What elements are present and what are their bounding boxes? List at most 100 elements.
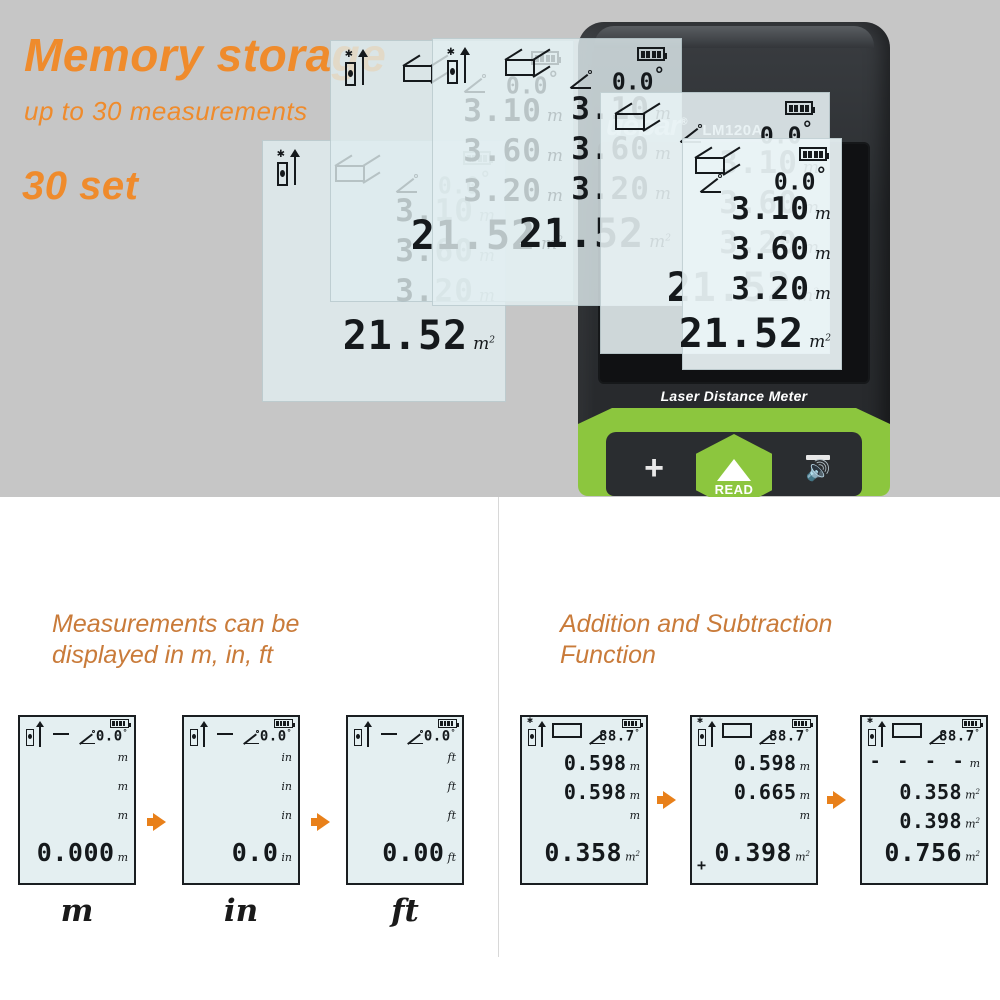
battery-icon [792, 719, 813, 728]
angle-value: 0.0° [259, 728, 292, 745]
reference-point-icon: ✱ [343, 47, 373, 91]
unit-marker-row: ft [348, 780, 462, 809]
flow-arrow [308, 813, 338, 831]
dash-icon [381, 733, 397, 735]
measurement-value: 0.598 [733, 751, 797, 775]
measurement-unit: m [629, 760, 640, 773]
arrow-right-icon [310, 813, 330, 831]
measurement-unit: m [629, 789, 640, 802]
result-row: + 0.398 m2 [692, 838, 816, 874]
measurement-value: - - - - [869, 751, 967, 772]
angle-icon [699, 173, 723, 193]
lcd-screen-m: 0.0° m m m 0.000 m [18, 715, 136, 885]
volume-box-icon [694, 146, 741, 176]
battery-icon [785, 101, 815, 115]
measurement-row: 0.598 m [522, 780, 646, 809]
measurement-value: 0.598 [563, 751, 627, 775]
reference-point-icon: ✱ [445, 45, 475, 89]
measurement-row: 0.398 m2 [862, 809, 986, 838]
measurement-value: 0.358 [899, 780, 963, 804]
measurement-unit: m2 [965, 788, 980, 802]
reference-point-icon [353, 720, 375, 750]
lcd-screen-in: 0.0° in in in 0.0 in [182, 715, 300, 885]
page-subtitle: up to 30 measurements [24, 96, 308, 126]
unit-caption-ft: ft [391, 893, 419, 929]
reference-point-icon: ✱ [275, 147, 305, 191]
addsub-section-title: Addition and Subtraction Function [560, 610, 833, 669]
speaker-icon: 🔊 [805, 460, 831, 482]
result-unit: m2 [625, 850, 640, 864]
addsub-step-2: ✱ 88.7° 0.598 m 0.665 [690, 715, 818, 885]
battery-icon [438, 719, 459, 728]
area-rectangle-icon [892, 723, 922, 738]
measurement-value: 3.20 [731, 271, 810, 307]
measurement-row: m [692, 809, 816, 838]
measurement-unit: m [629, 809, 640, 822]
measurement-row: 0.598 m [692, 751, 816, 780]
angle-value: 88.7° [938, 728, 980, 745]
flow-arrow [144, 813, 174, 831]
reference-point-icon [189, 720, 211, 750]
result-value: 0.0 [231, 838, 279, 867]
memory-screen-5: 0.0° 3.10 m 3.60 m 3.20 m 21.52 m2 [679, 138, 842, 370]
minus-speaker-button[interactable]: 🔊 [796, 446, 840, 490]
measurement-unit: m [814, 204, 831, 224]
measurement-row: 0.598 m [522, 751, 646, 780]
unit-marker: ft [447, 751, 457, 764]
measurement-unit: m2 [965, 817, 980, 831]
angle-icon [243, 730, 260, 744]
lcd-screen-addsub-3: ✱ 88.7° - - - - m 0.358 [860, 715, 988, 885]
measurement-unit: m [969, 757, 980, 770]
measurement-value: 0.398 [899, 809, 963, 833]
unit-marker: m [117, 809, 128, 822]
unit-marker-row: in [184, 809, 298, 838]
measurement-row: m [522, 809, 646, 838]
measurement-unit: m [799, 760, 810, 773]
lcd-topbar: 0.0° [693, 146, 831, 196]
plus-button[interactable]: + [644, 448, 664, 487]
lcd-screen-addsub-2: ✱ 88.7° 0.598 m 0.665 [690, 715, 818, 885]
result-unit: in [281, 851, 292, 864]
result-row: 0.756 m2 [862, 838, 986, 872]
angle-value: 0.0° [95, 728, 128, 745]
measurement-unit: m [814, 284, 831, 304]
result-row: 0.0 in [184, 838, 298, 872]
units-flow: 0.0° m m m 0.000 m m [18, 715, 464, 929]
unit-marker-row: in [184, 751, 298, 780]
unit-marker-row: m [20, 751, 134, 780]
result-value: 0.000 [36, 838, 115, 867]
angle-value: 0.0° [773, 163, 827, 196]
unit-marker-row: ft [348, 751, 462, 780]
measurement-total-row: 21.52 m2 [679, 311, 831, 357]
angle-icon [79, 730, 96, 744]
measurement-unit: m [799, 789, 810, 802]
unit-step-in: 0.0° in in in 0.0 in in [182, 715, 300, 929]
unit-marker-row: m [20, 780, 134, 809]
result-row: 0.000 m [20, 838, 134, 872]
result-value: 0.358 [544, 838, 623, 867]
reference-point-icon: ✱ [697, 716, 719, 750]
addsub-flow: ✱ 88.7° 0.598 m 0.598 [520, 715, 988, 885]
result-unit: ft [447, 851, 457, 864]
unit-marker: m [117, 780, 128, 793]
lcd-topbar: 0.0° [184, 717, 298, 751]
units-section-title: Measurements can be displayed in m, in, … [52, 610, 300, 669]
measurement-total-row: 21.52 m2 [273, 313, 495, 359]
volume-box-icon [614, 102, 661, 132]
angle-icon [759, 730, 776, 744]
features-section: Measurements can be displayed in m, in, … [0, 497, 1000, 1000]
angle-value: 88.7° [768, 728, 810, 745]
memory-set-label: 30 set [22, 164, 139, 208]
reference-point-icon: ✱ [867, 716, 889, 750]
angle-icon [569, 69, 593, 89]
unit-marker-row: m [20, 809, 134, 838]
unit-marker: in [281, 751, 292, 764]
memory-storage-section: Memory storage up to 30 measurements 30 … [0, 0, 1000, 497]
battery-icon [622, 719, 643, 728]
unit-marker: ft [447, 809, 457, 822]
result-unit: m2 [795, 850, 810, 864]
result-unit: m [117, 851, 128, 864]
unit-caption-in: in [223, 893, 259, 929]
total-unit: m2 [809, 332, 831, 352]
lcd-topbar: ✱ 88.7° [692, 716, 816, 751]
